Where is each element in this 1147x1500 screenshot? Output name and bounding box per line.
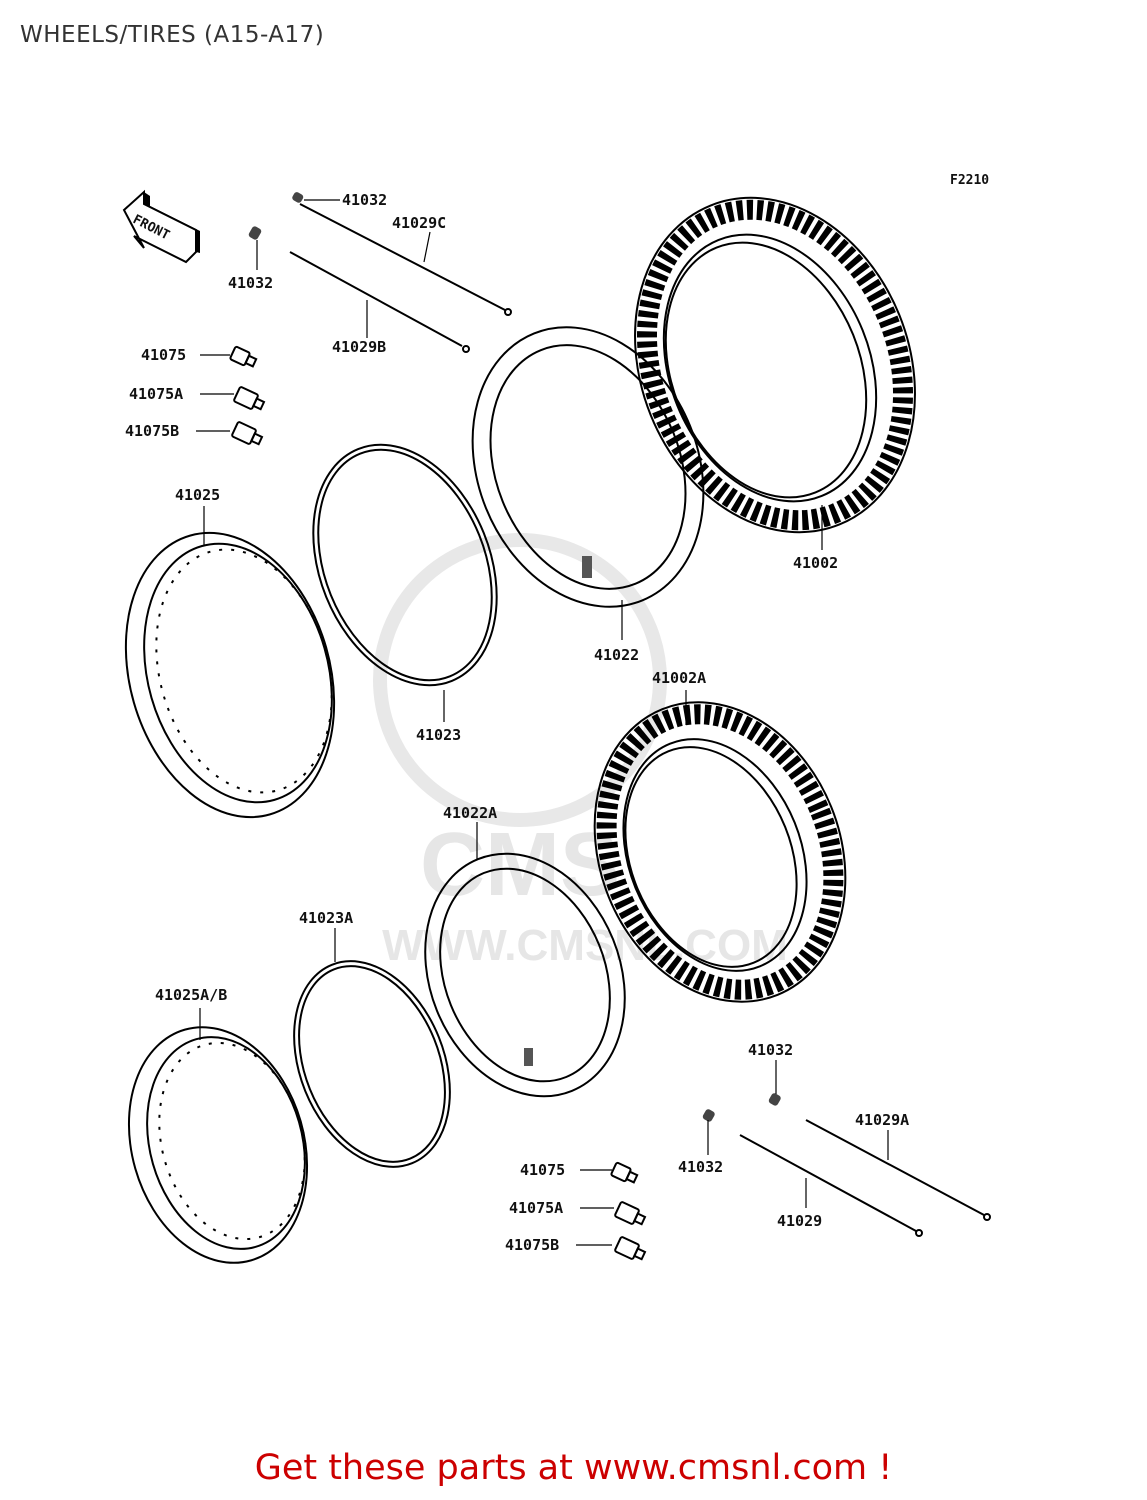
- callout-label: 41075: [520, 1161, 565, 1179]
- spoke-41029-end: [915, 1229, 923, 1237]
- watermark-url: WWW.CMSNL.COM: [382, 921, 788, 970]
- spokes-rear: [702, 1093, 991, 1237]
- footer-link[interactable]: Get these parts at www.cmsnl.com !: [254, 1448, 893, 1488]
- callout-label: 41075: [141, 346, 186, 364]
- callout-label: 41002A: [652, 669, 706, 687]
- callout-label: 41029C: [392, 214, 446, 232]
- spokes-front: [248, 192, 512, 353]
- callout-label: 41075A: [509, 1199, 563, 1217]
- rim-band-41023a: [293, 960, 451, 1168]
- callout-label: 41023: [416, 726, 461, 744]
- rim-41025ab: [127, 1026, 309, 1264]
- tire-41002a: [593, 701, 847, 1003]
- watermark-logo-icon: [373, 533, 667, 827]
- callout-label: 41075B: [505, 1236, 559, 1254]
- spoke-41029a-end: [983, 1213, 991, 1221]
- spoke-41029b: [289, 251, 463, 347]
- callout-label: 41002: [793, 554, 838, 572]
- valves-front: [229, 345, 266, 446]
- callout-label: 41032: [342, 191, 387, 209]
- valves-rear: [610, 1161, 647, 1261]
- rim-band-41023a-inner: [298, 965, 446, 1163]
- tube-41022a-valve-icon: [524, 1048, 533, 1066]
- watermark: CMS WWW.CMSNL.COM: [373, 533, 788, 970]
- nipple-41032-top: [292, 192, 304, 203]
- spoke-41029a: [805, 1119, 985, 1216]
- spoke-41029b-end: [462, 345, 470, 353]
- callout-labels: 41032 41029C 41032 41029B 41075 41075A 4…: [125, 191, 909, 1254]
- page-title: WHEELS/TIRES (A15-A17): [20, 22, 325, 48]
- callout-label: 41029B: [332, 338, 386, 356]
- callout-label: 41029A: [855, 1111, 909, 1129]
- tube-41022a-inner: [439, 867, 611, 1083]
- callout-label: 41032: [748, 1041, 793, 1059]
- nipple-41032-right: [768, 1093, 781, 1106]
- tube-41022-valve-icon: [582, 556, 592, 578]
- callout-label: 41075A: [129, 385, 183, 403]
- callout-label: 41022: [594, 646, 639, 664]
- tube-41022a: [424, 852, 626, 1098]
- callout-label: 41025A/B: [155, 986, 227, 1004]
- figure-code: F2210: [950, 173, 989, 188]
- callout-label: 41029: [777, 1212, 822, 1230]
- callout-label: 41032: [228, 274, 273, 292]
- callout-label: 41075B: [125, 422, 179, 440]
- tube-41022: [471, 326, 705, 608]
- rim-41025: [124, 531, 336, 819]
- callout-label: 41025: [175, 486, 220, 504]
- callout-label: 41023A: [299, 909, 353, 927]
- front-arrow-icon: FRONT: [122, 189, 200, 264]
- callout-label: 41022A: [443, 804, 497, 822]
- leader-lines: [196, 199, 889, 1246]
- spoke-41029c: [299, 203, 506, 311]
- spoke-41029c-end: [504, 308, 512, 316]
- nipple-41032-left: [248, 226, 262, 240]
- nipple-41032-mid: [702, 1109, 715, 1122]
- tire-41002: [634, 196, 916, 534]
- rim-band-41023: [312, 443, 498, 687]
- rim-band-41023-inner: [317, 448, 493, 682]
- spoke-41029: [739, 1134, 917, 1232]
- callout-label: 41032: [678, 1158, 723, 1176]
